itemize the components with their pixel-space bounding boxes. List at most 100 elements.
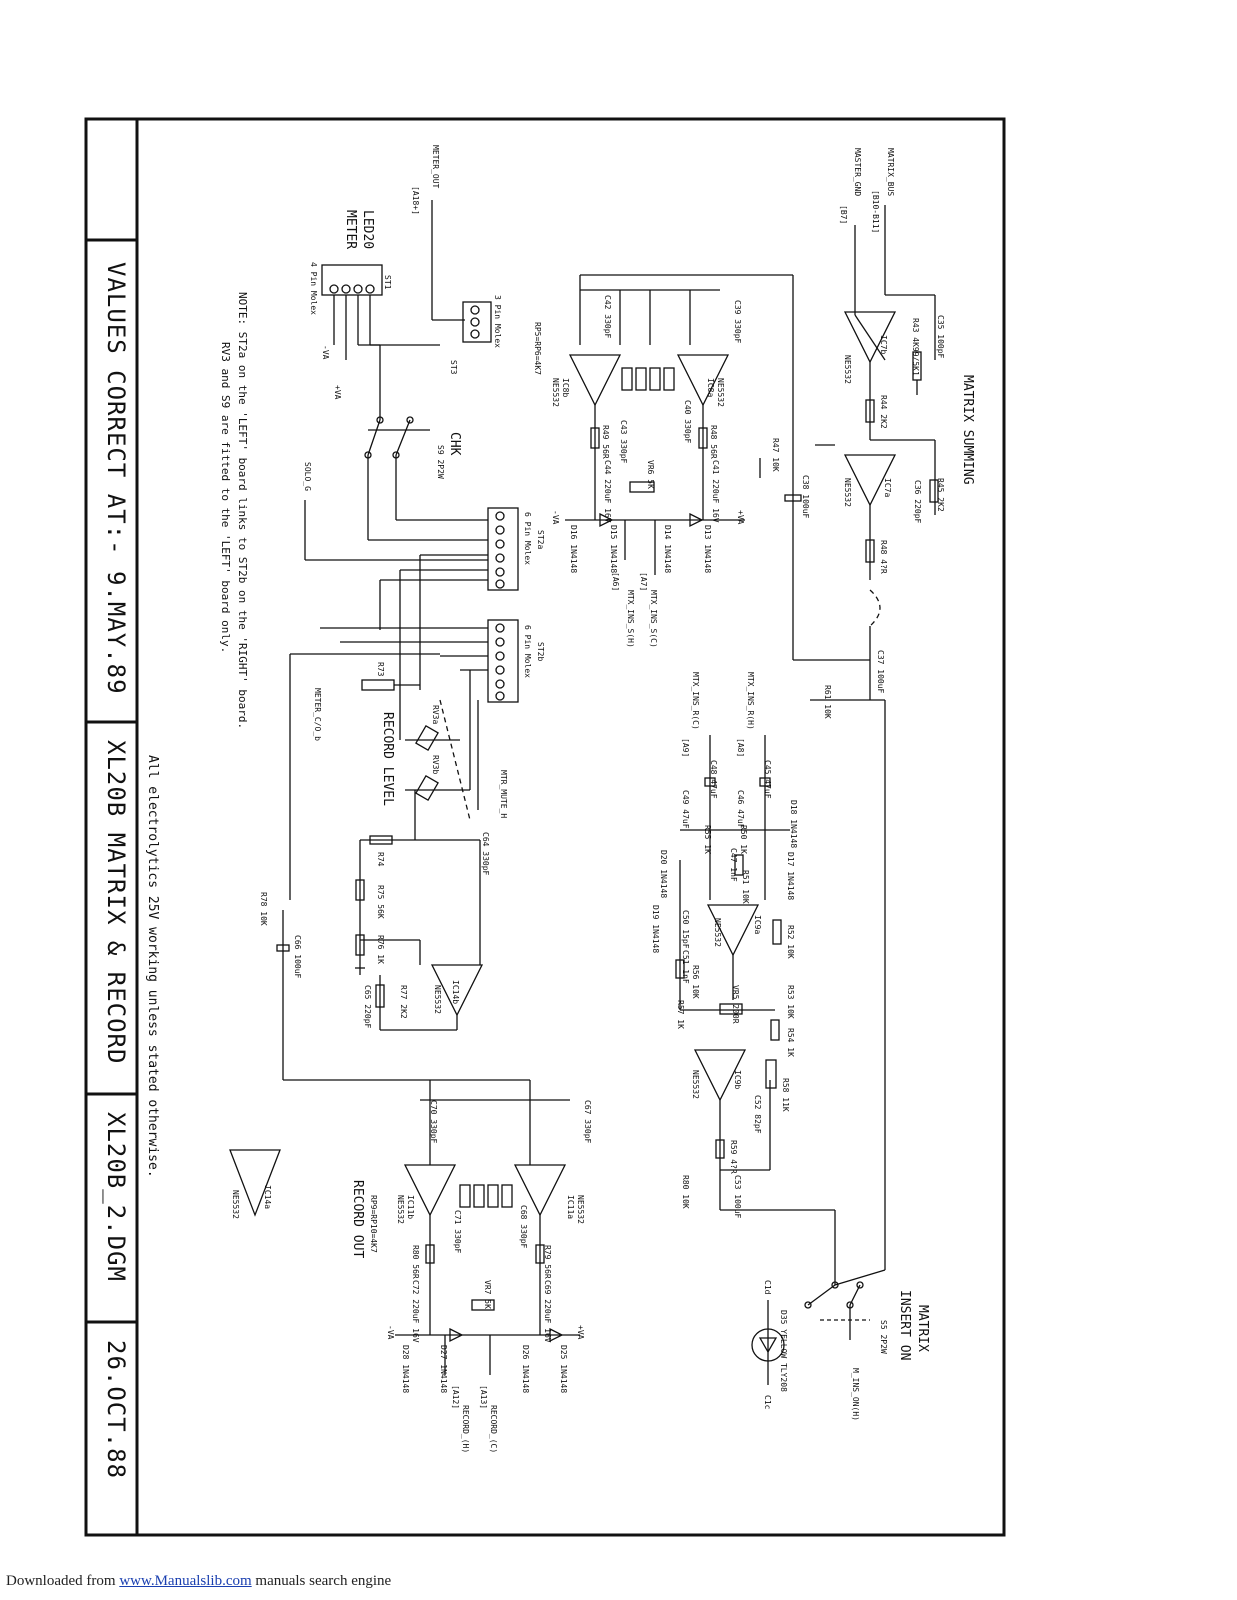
ic8b-label: IC8b [561, 378, 570, 398]
record-h-pin: [A12] [451, 1385, 460, 1410]
master-gnd-pin: [B7] [839, 205, 848, 225]
meter-out-net: METER_OUT [431, 145, 440, 189]
ic14b-type: NE5532 [433, 985, 442, 1014]
r43-label: R43 4K99/5K1 [911, 318, 920, 376]
drawing-file-name: XL20B_2.DGM [102, 1112, 130, 1282]
mtx-ins-r-h-net: MTX_INS_R(H) [746, 672, 755, 730]
c37-label: C37 100uF [876, 650, 885, 694]
r61-label: R61 10K [823, 685, 832, 719]
ic14b-label: IC14b [451, 980, 460, 1005]
ic8a-type: NE5532 [716, 378, 725, 407]
footer-suffix: manuals search engine [255, 1573, 392, 1589]
r78-label: R78 10K [259, 892, 268, 926]
schematic-wiring [229, 200, 939, 1385]
d20-label: D20 1N4148 [659, 850, 668, 899]
d25-label: D25 1N4148 [559, 1345, 568, 1394]
board-note-line1: NOTE: ST2a on the 'LEFT' board links to … [236, 292, 249, 730]
vr5-label: VR5 200R [731, 985, 740, 1024]
c53-label: C53 100uF [733, 1175, 742, 1219]
rp5-rp6-note: RP5=RP6=4K7 [533, 322, 542, 375]
c42-label: C42 330pF [603, 295, 612, 339]
st2b-label: ST2b [536, 642, 545, 662]
c44-label: C44 220uF 16V [603, 460, 612, 523]
matrix-bus-pin: [B10-B11] [871, 190, 880, 234]
d19-label: D19 1N4148 [651, 905, 660, 954]
r59-label: R59 4?R [729, 1140, 738, 1174]
m-ins-on-net: M_INS_ON(H) [851, 1368, 860, 1421]
rv3a-label: RV3a [431, 705, 440, 725]
r48-label: R48 4?R [879, 540, 888, 574]
matrix-label: MATRIX [915, 1305, 930, 1352]
insert-on-label: INSERT ON [897, 1290, 912, 1361]
ic7a-type: NE5532 [843, 478, 852, 507]
meter-label: METER [343, 210, 358, 250]
c72-label: C72 220uF 16V [411, 1280, 420, 1343]
r77-label: R77 2K2 [399, 985, 408, 1019]
d13-label: D13 1N4148 [703, 525, 712, 574]
ic11a-type: NE5532 [576, 1195, 585, 1224]
mtr-mute-net: MTR_MUTE_H [499, 770, 508, 819]
c67-label: C67 330pF [583, 1100, 592, 1144]
d14-label: D14 1N4148 [663, 525, 672, 574]
r55-label: R55 1K [703, 825, 712, 854]
c49-label: C49 47uF [681, 790, 690, 829]
ic11b-label: IC11b [406, 1195, 415, 1220]
ic7a-label: IC7a [883, 478, 892, 498]
ic9b-label: IC9b [733, 1070, 742, 1090]
matrix-bus-net: MATRIX_BUS [886, 148, 895, 197]
d18-label: D18 1N4148 [789, 800, 798, 849]
c36-label: C36 220pF [913, 480, 922, 524]
c71-label: C71 330pF [453, 1210, 462, 1254]
r54-label: R54 1K [786, 1028, 795, 1057]
ic14a-type: NE5532 [231, 1190, 240, 1219]
master-gnd-net: MASTER_GND [853, 148, 862, 197]
rp9-rp10-note: RP9=RP10=4K7 [369, 1195, 378, 1253]
pos-rail-ic11: +VA [576, 1325, 585, 1340]
drawing-title: XL20B MATRIX & RECORD [102, 740, 130, 1065]
d28-label: D28 1N4148 [401, 1345, 410, 1394]
c40-label: C40 330pF [683, 400, 692, 444]
meter-c-o-net: METER_C/O_b [313, 688, 322, 741]
c47-label: C47 1nF [729, 848, 738, 882]
led20-label: LED20 [360, 210, 375, 250]
board-note-line2: RV3 and S9 are fitted to the 'LEFT' boar… [219, 342, 232, 654]
ic14a-label: IC14a [263, 1185, 272, 1210]
mtx-ins-s-h-pin: [A6] [611, 572, 620, 592]
neg-rail-label: -VA [321, 345, 330, 360]
record-c-pin: [A13] [479, 1385, 488, 1410]
r79-label: R79 56R [543, 1245, 552, 1279]
c35-label: C35 100pF [936, 315, 945, 359]
r53-label: R53 10K [786, 985, 795, 1019]
r49-label: R49 56R [601, 425, 610, 459]
c64-label: C64 330pF [481, 832, 490, 876]
solo-g-net: SOLO_G [303, 462, 312, 491]
r73-label: R73 [376, 662, 385, 677]
ic7b-type: NE5532 [843, 355, 852, 384]
manualslib-link[interactable]: www.Manualslib.com [119, 1573, 252, 1589]
ic9a-label: IC9a [753, 915, 762, 935]
chk-label: CHK [447, 432, 462, 456]
c46-label: C46 47uF [736, 790, 745, 829]
pos-rail-ic8a: +VA [736, 510, 745, 525]
rv3b-label: RV3b [431, 755, 440, 775]
st2b-desc: 6 Pin Molex [523, 625, 532, 678]
r80-label: R80 10K [681, 1175, 690, 1209]
c41-label: C41 220uF 16V [711, 460, 720, 523]
st1-label: ST1 [383, 275, 392, 290]
c48-label: C48 47uF [709, 760, 718, 799]
r50-label: R50 1K [739, 825, 748, 854]
pos-rail-label: +VA [333, 385, 342, 400]
r56-label: R56 10K [691, 965, 700, 999]
record-h-net: RECORD_(H) [461, 1405, 470, 1454]
r44-label: R44 2K2 [879, 395, 888, 429]
r57-label: R57 1K [676, 1000, 685, 1029]
mtx-ins-r-c-net: MTX_INS_R(C) [691, 672, 700, 730]
vr7-label: VR7 5K [483, 1280, 492, 1309]
ic7b-label: IC7b [879, 335, 888, 355]
footer-prefix: Downloaded from [6, 1573, 116, 1589]
st2a-label: ST2a [536, 530, 545, 550]
drawing-date: 26.OCT.88 [102, 1340, 130, 1480]
record-level-label: RECORD LEVEL [380, 712, 395, 806]
ic9a-type: NE5532 [713, 918, 722, 947]
drawing-frame [84, 117, 1006, 1537]
